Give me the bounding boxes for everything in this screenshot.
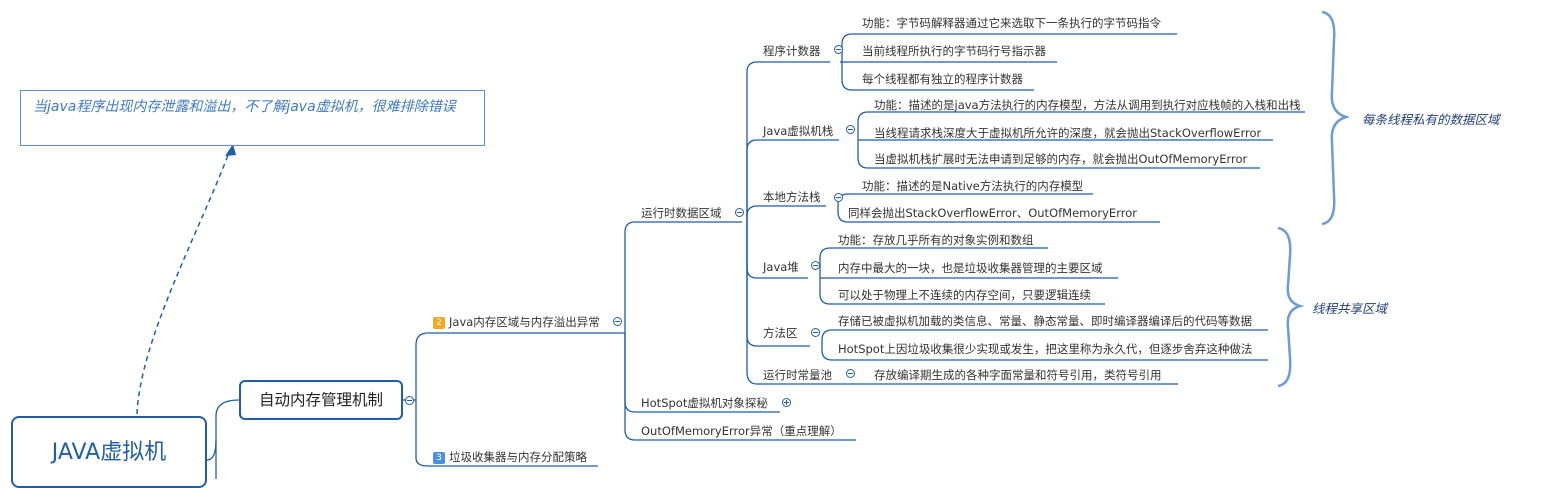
leaf-node[interactable]: 每个线程都有独立的程序计数器	[862, 72, 1023, 86]
pc-register-node[interactable]: 程序计数器	[763, 44, 821, 58]
root-node[interactable]: JAVA虚拟机	[11, 416, 207, 488]
annotation-note: 当java程序出现内存泄露和溢出，不了解java虚拟机，很难排除错误	[20, 90, 485, 146]
number-badge: 3	[433, 452, 445, 464]
leaf-node[interactable]: 当前线程所执行的字节码行号指示器	[862, 44, 1046, 58]
thread-private-region-label: 每条线程私有的数据区域	[1362, 112, 1500, 127]
leaf-node[interactable]: 存储已被虚拟机加载的类信息、常量、静态常量、即时编译器编译后的代码等数据	[838, 314, 1252, 328]
collapse-icon[interactable]	[811, 261, 820, 270]
number-badge: 2	[433, 317, 445, 329]
collapse-icon[interactable]	[834, 45, 843, 54]
leaf-node[interactable]: 功能：存放几乎所有的对象实例和数组	[838, 233, 1034, 247]
method-area-node[interactable]: 方法区	[763, 326, 798, 340]
native-stack-node[interactable]: 本地方法栈	[763, 190, 821, 204]
collapse-icon[interactable]	[613, 317, 622, 326]
java-heap-node[interactable]: Java堆	[763, 260, 799, 274]
oom-exception-node[interactable]: OutOfMemoryError异常（重点理解）	[641, 424, 842, 438]
collapse-icon[interactable]	[846, 369, 855, 378]
leaf-node[interactable]: 功能：描述的是java方法执行的内存模型，方法从调用到执行对应栈帧的入栈和出栈	[874, 98, 1301, 112]
thread-shared-region-label: 线程共享区域	[1312, 301, 1388, 316]
hotspot-object-node[interactable]: HotSpot虚拟机对象探秘	[641, 396, 768, 410]
collapse-icon[interactable]	[735, 208, 744, 217]
leaf-node[interactable]: 功能：字节码解释器通过它来选取下一条执行的字节码指令	[862, 16, 1161, 30]
leaf-node[interactable]: 当线程请求栈深度大于虚拟机所允许的深度，就会抛出StackOverflowErr…	[874, 126, 1262, 140]
jvm-stack-node[interactable]: Java虚拟机栈	[763, 124, 834, 138]
runtime-data-area-node[interactable]: 运行时数据区域	[641, 206, 722, 220]
collapse-icon[interactable]	[405, 396, 414, 405]
expand-icon[interactable]	[782, 398, 791, 407]
leaf-node[interactable]: 当虚拟机栈扩展时无法申请到足够的内存，就会抛出OutOfMemoryError	[874, 152, 1248, 166]
leaf-node[interactable]: 可以处于物理上不连续的内存空间，只要逻辑连续	[838, 288, 1091, 302]
leaf-node[interactable]: HotSpot上因垃圾收集很少实现或发生，把这里称为永久代，但逐步舍弃这种做法	[838, 342, 1253, 356]
collapse-icon[interactable]	[811, 328, 820, 337]
leaf-node[interactable]: 存放编译期生成的各种字面常量和符号引用，类符号引用	[874, 368, 1162, 382]
leaf-node[interactable]: 内存中最大的一块，也是垃圾收集器管理的主要区域	[838, 261, 1103, 275]
collapse-icon[interactable]	[834, 193, 843, 202]
leaf-node[interactable]: 功能：描述的是Native方法执行的内存模型	[862, 179, 1084, 193]
main-topic-node[interactable]: 自动内存管理机制	[239, 380, 403, 420]
collapse-icon[interactable]	[846, 125, 855, 134]
constant-pool-node[interactable]: 运行时常量池	[763, 368, 832, 382]
leaf-node[interactable]: 同样会抛出StackOverflowError、OutOfMemoryError	[848, 206, 1137, 220]
